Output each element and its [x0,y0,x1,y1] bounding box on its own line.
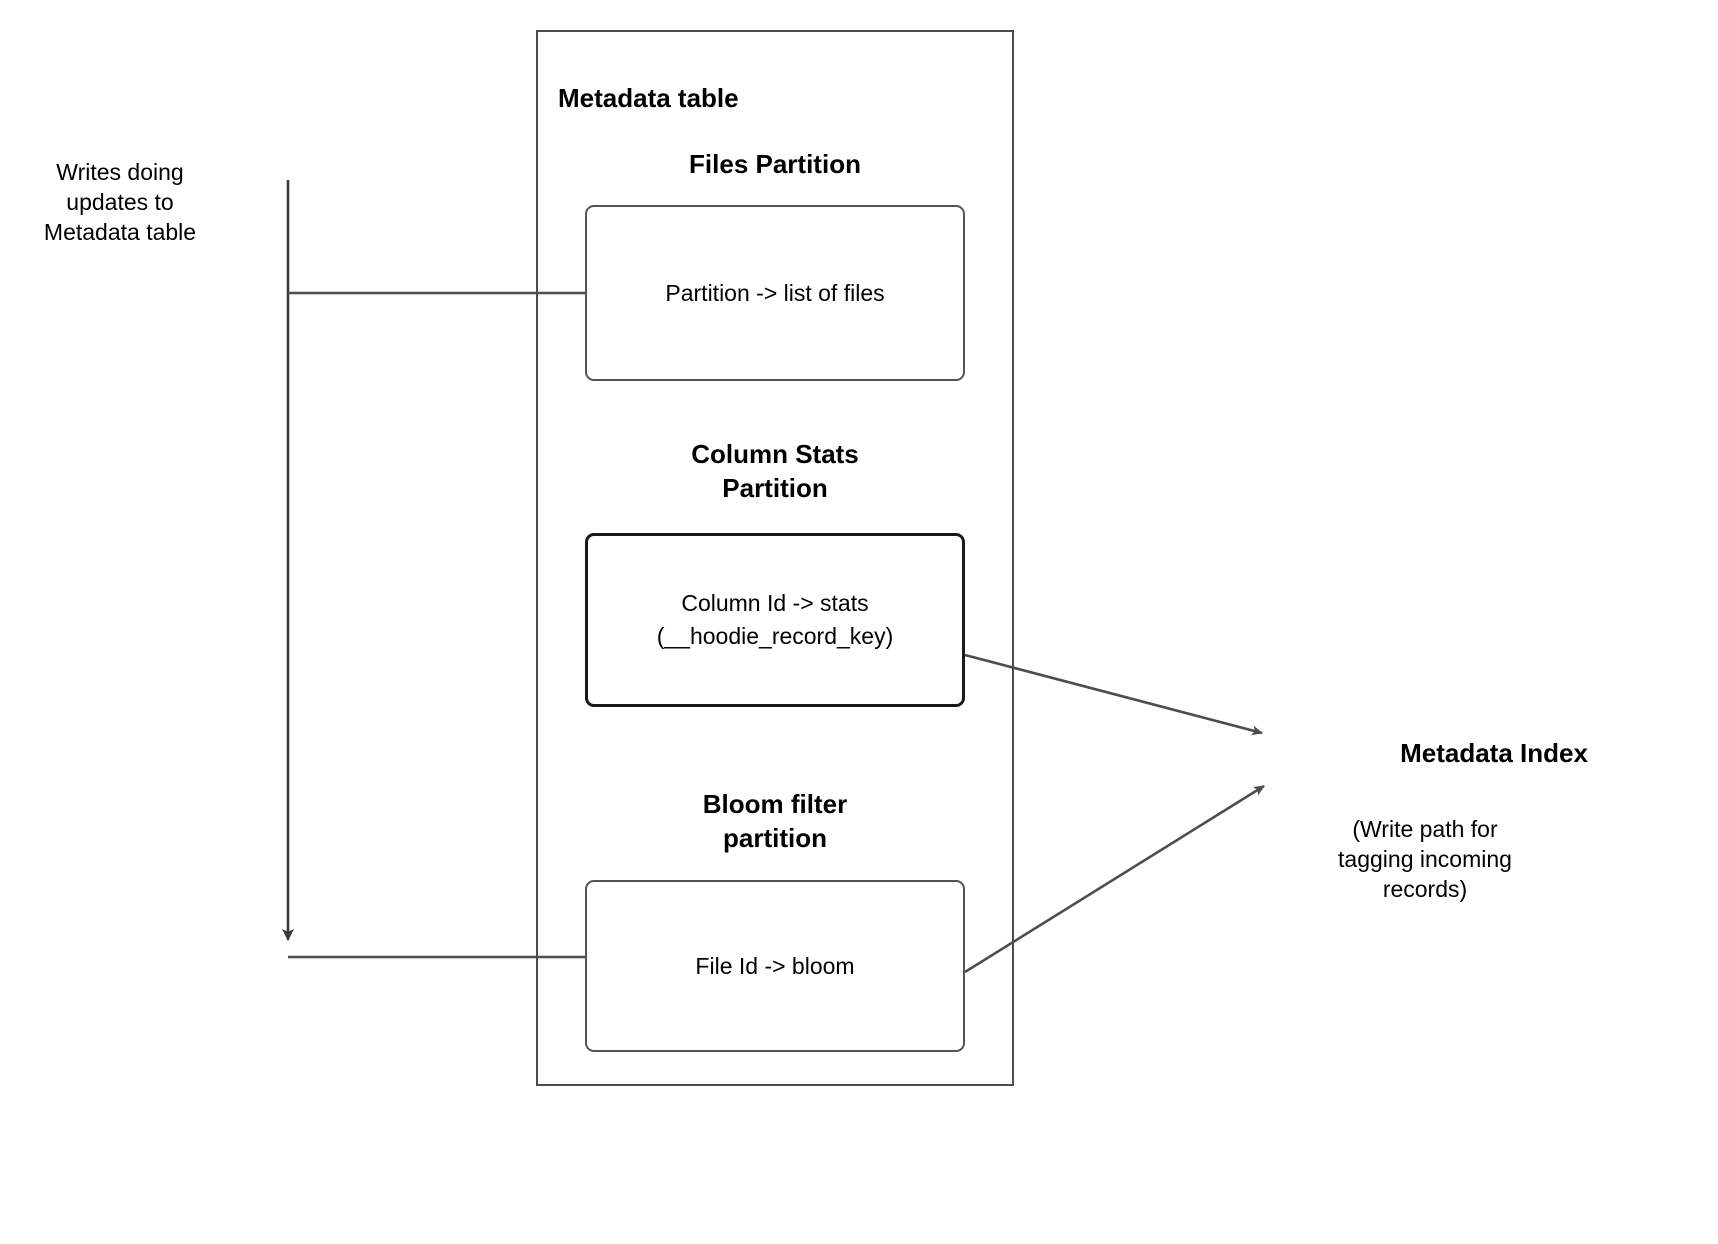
bloom-filter-partition-heading: Bloom filter partition [702,789,848,853]
metadata-index-title: Metadata Index [1400,738,1588,768]
files-partition-box: Partition -> list of files [585,205,965,381]
metadata-index-caption: (Write path for tagging incoming records… [1338,816,1512,902]
metadata-table-title: Metadata table [558,83,739,113]
writes-updates-annotation: Writes doing updates to Metadata table [43,159,197,245]
files-partition-box-text: Partition -> list of files [665,279,885,306]
column-stats-partition-box: Column Id -> stats (__hoodie_record_key) [585,533,965,707]
column-stats-partition-heading: Column Stats Partition [691,439,859,503]
files-partition-heading: Files Partition [689,149,861,179]
column-stats-partition-box-text: Column Id -> stats (__hoodie_record_key) [656,590,894,649]
bloom-filter-partition-box-text: File Id -> bloom [695,952,855,979]
bloom-filter-partition-box: File Id -> bloom [585,880,965,1052]
metadata-table-container [536,30,1014,1086]
